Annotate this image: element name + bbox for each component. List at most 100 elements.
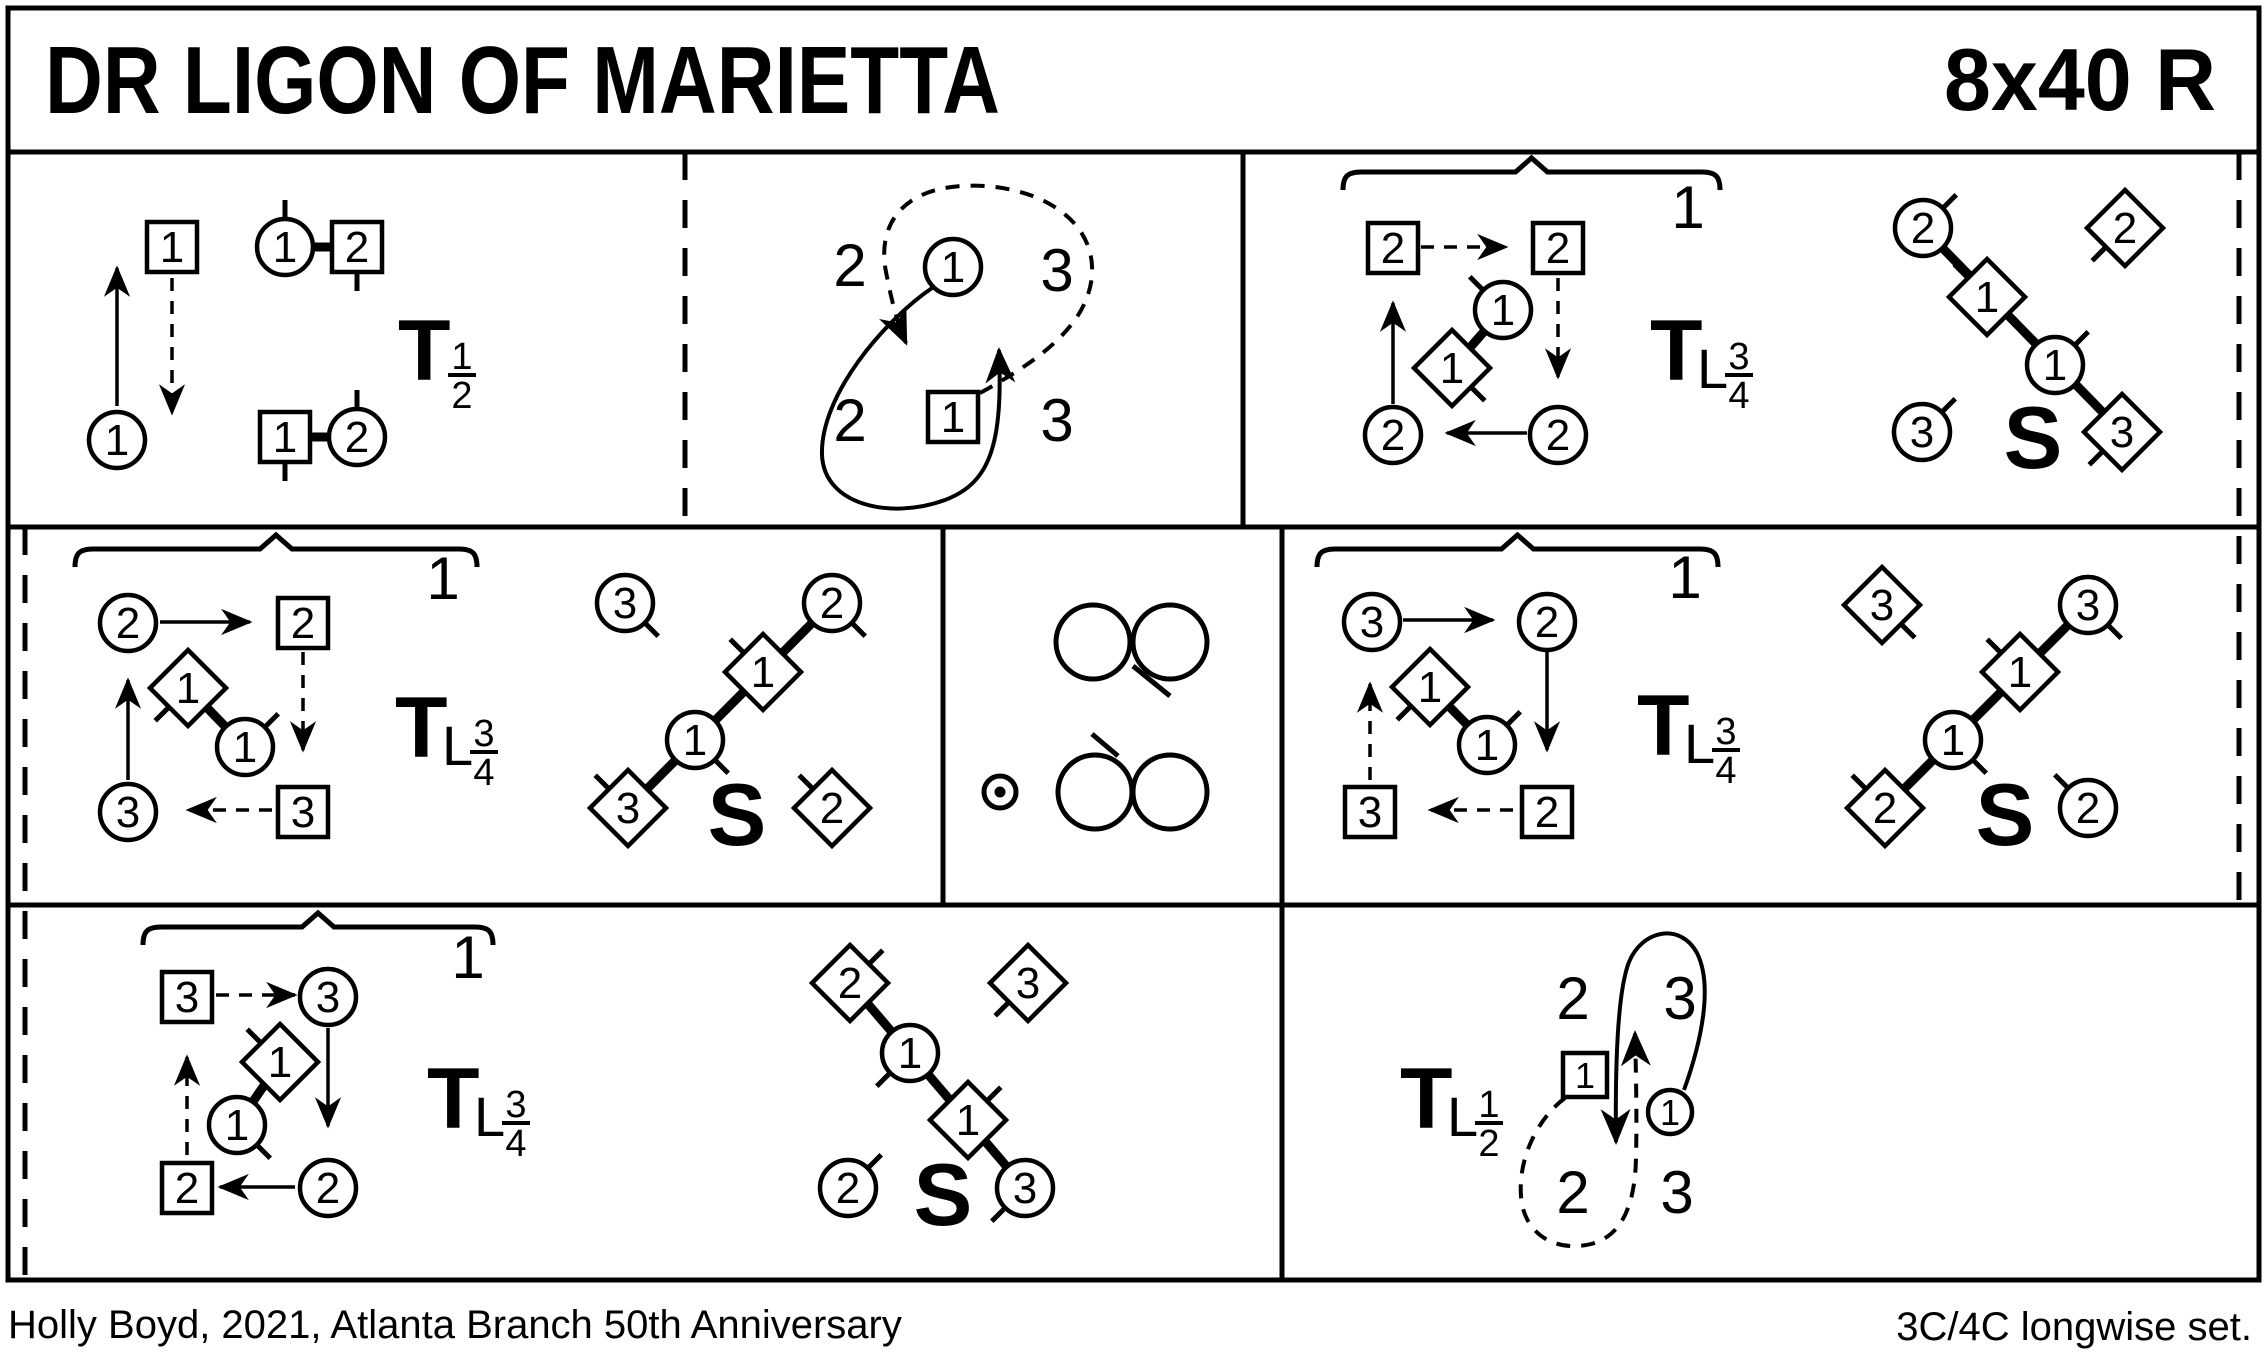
facing-tick bbox=[1900, 623, 1917, 640]
dancer-diamond-3: 3 bbox=[2080, 390, 2164, 474]
facing-tick bbox=[255, 1143, 273, 1161]
facing-tick bbox=[153, 706, 170, 723]
dancer-number: 1 bbox=[898, 1029, 922, 1078]
dancer-number: 1 bbox=[1575, 1055, 1595, 1096]
dancer-number: 3 bbox=[175, 973, 199, 1022]
dancer-number: 3 bbox=[616, 784, 640, 833]
position-number: 2 bbox=[833, 387, 866, 454]
dancer-diamond-2: 2 bbox=[790, 766, 874, 850]
dancer-number: 2 bbox=[1381, 411, 1405, 460]
dancer-circle-3: 3 bbox=[1891, 396, 1958, 463]
page-title: DR LIGON OF MARIETTA bbox=[45, 27, 1000, 134]
facing-tick bbox=[1470, 386, 1487, 403]
footer-credit: Holly Boyd, 2021, Atlanta Branch 50th An… bbox=[8, 1303, 902, 1347]
bar-count-brace bbox=[1314, 531, 1721, 568]
dancer-number: 1 bbox=[751, 648, 775, 697]
dancer-square-2: 2 bbox=[1365, 220, 1421, 276]
dancer-number: 3 bbox=[1013, 1164, 1037, 1213]
dancer-circle-1: 1 bbox=[254, 200, 316, 278]
dancer-number: 2 bbox=[1535, 598, 1559, 647]
facing-tick bbox=[593, 773, 610, 790]
loop-tail bbox=[1090, 732, 1120, 758]
facing-tick bbox=[874, 1071, 892, 1089]
dancer-number: 2 bbox=[1546, 411, 1570, 460]
dancer-circle-1: 1 bbox=[1645, 1087, 1695, 1137]
position-number: 3 bbox=[1660, 1159, 1693, 1226]
set-symbol: S bbox=[708, 765, 767, 864]
position-number: 2 bbox=[1556, 1159, 1589, 1226]
dancer-number: 3 bbox=[291, 788, 315, 837]
dancer-circle-1: 1 bbox=[664, 709, 731, 776]
facing-tick bbox=[1971, 758, 1989, 776]
grid-frame bbox=[5, 5, 2262, 1283]
facing-tick bbox=[986, 1085, 1003, 1102]
position-number: 3 bbox=[1040, 387, 1073, 454]
dancer-number: 2 bbox=[1381, 224, 1405, 273]
fraction-denominator: 4 bbox=[505, 1123, 526, 1165]
dance-path-dashed bbox=[878, 183, 1095, 395]
dancer-circle-2: 2 bbox=[297, 1157, 359, 1219]
dancer-circle-1: 1 bbox=[874, 1022, 941, 1089]
position-number: 3 bbox=[1663, 965, 1696, 1032]
dancer-circle-3: 3 bbox=[594, 572, 661, 639]
left-hand-letter: L bbox=[1447, 1085, 1478, 1148]
dancer-square-2: 2 bbox=[159, 1160, 215, 1216]
left-hand-letter: L bbox=[474, 1085, 505, 1148]
dancer-number: 1 bbox=[225, 1101, 249, 1150]
dancer-square-2: 2 bbox=[329, 219, 385, 291]
dancer-diamond-3: 3 bbox=[1840, 563, 1924, 647]
fraction-numerator: 3 bbox=[473, 713, 494, 755]
dancer-circle-3: 3 bbox=[989, 1157, 1056, 1224]
dancer-number: 2 bbox=[345, 223, 369, 272]
dancer-diamond-1: 1 bbox=[1945, 255, 2029, 339]
left-hand-letter: L bbox=[442, 714, 473, 777]
dancer-number: 1 bbox=[176, 664, 200, 713]
dancer-number: 3 bbox=[316, 973, 340, 1022]
dancer-number: 3 bbox=[1870, 581, 1894, 630]
dancer-number: 2 bbox=[1535, 788, 1559, 837]
dancer-diamond-1: 1 bbox=[926, 1078, 1010, 1162]
facing-tick bbox=[643, 621, 661, 639]
bar-count-label: 1 bbox=[451, 924, 484, 991]
footer-set-info: 3C/4C longwise set. bbox=[1896, 1305, 2252, 1349]
dancer-circle-2: 2 bbox=[1527, 404, 1589, 466]
loop-tail bbox=[1131, 664, 1172, 698]
dancer-number: 1 bbox=[1418, 663, 1442, 712]
facing-tick bbox=[989, 1206, 1007, 1224]
facing-tick bbox=[2087, 450, 2104, 467]
dancer-number: 1 bbox=[273, 413, 297, 462]
dancer-circle-1: 1 bbox=[1922, 709, 1989, 776]
dancer-number: 1 bbox=[233, 723, 257, 772]
left-hand-letter: L bbox=[1697, 337, 1728, 400]
bar-count-brace bbox=[140, 909, 496, 946]
dancer-circle-1: 1 bbox=[1467, 274, 1534, 341]
dance-path-solid bbox=[819, 286, 1016, 511]
dancer-number: 2 bbox=[345, 413, 369, 462]
dancer-circle-1: 1 bbox=[922, 236, 984, 298]
dancer-circle-3: 3 bbox=[2057, 574, 2124, 641]
dancer-square-1: 1 bbox=[257, 409, 313, 481]
dancer-number: 2 bbox=[1873, 784, 1897, 833]
dancer-circle-1: 1 bbox=[2024, 329, 2091, 396]
dancer-circle-3: 3 bbox=[297, 966, 359, 1028]
couple-link-bar bbox=[624, 599, 836, 812]
set-symbol: S bbox=[914, 1145, 973, 1244]
dancer-circle-2: 2 bbox=[1516, 591, 1578, 653]
dancer-square-3: 3 bbox=[159, 969, 215, 1025]
fraction-denominator: 4 bbox=[1728, 375, 1749, 417]
dancer-diamond-2: 2 bbox=[2083, 186, 2167, 270]
dancer-number: 1 bbox=[160, 223, 184, 272]
figure-eight-loop bbox=[1130, 752, 1210, 832]
bar-count-label: 1 bbox=[1671, 174, 1704, 241]
turn-letter: T bbox=[427, 1051, 480, 1147]
dancer-diamond-1: 1 bbox=[1388, 645, 1472, 729]
dancer-diamond-1: 1 bbox=[721, 630, 805, 714]
fraction-numerator: 3 bbox=[1728, 336, 1749, 378]
dancer-diamond-3: 3 bbox=[586, 766, 670, 850]
